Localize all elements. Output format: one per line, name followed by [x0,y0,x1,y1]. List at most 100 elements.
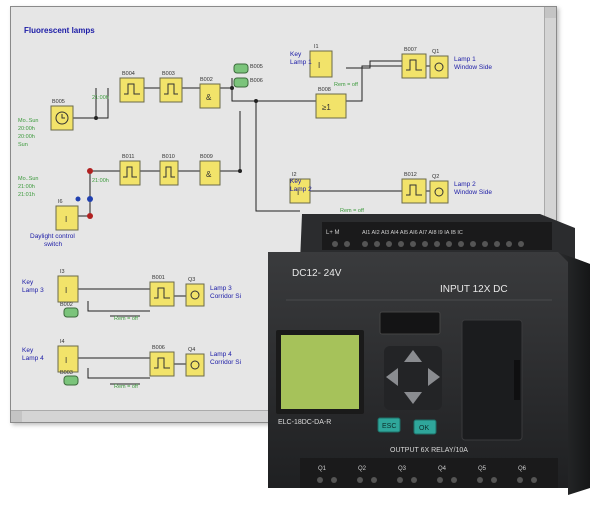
svg-text:I: I [65,286,67,295]
block-b009[interactable]: & B009 [199,154,221,186]
svg-text:Window Side: Window Side [454,189,492,196]
svg-text:I: I [65,215,67,224]
svg-text:21:01h: 21:01h [18,192,35,198]
block-b012[interactable]: B012 [401,172,427,204]
svg-text:I: I [65,356,67,365]
svg-text:Key: Key [22,279,34,286]
svg-text:B010: B010 [162,154,175,160]
plc-ok-button[interactable]: OK [413,419,437,435]
svg-text:I3: I3 [60,269,65,275]
block-q2[interactable]: Q2 [429,174,449,204]
block-b001[interactable]: B001 [149,275,175,307]
svg-text:I: I [318,61,320,70]
svg-text:I4: I4 [60,339,65,345]
scroll-left-arrow[interactable] [11,411,22,422]
plc-memory-slot[interactable] [379,311,441,335]
plc-esc-button[interactable]: ESC [377,417,401,433]
block-i4[interactable]: I I4 [57,339,79,373]
plc-output-terminal-strip [300,458,558,488]
output-terminal-label: Q3 [398,466,407,472]
svg-text:Corridor Si: Corridor Si [210,293,241,300]
block-i2[interactable]: I I2 [289,172,311,204]
svg-text:Lamp 2: Lamp 2 [454,181,476,188]
svg-text:B007: B007 [404,47,417,53]
schematic-canvas: .blk { fill:#f2e36a; stroke:#6b6a4a; str… [18,26,492,390]
block-b002[interactable]: & B002 [199,77,221,109]
svg-text:I6: I6 [58,199,63,205]
block-b003[interactable]: B003 [159,71,183,103]
svg-text:Lamp 2: Lamp 2 [290,186,312,193]
svg-text:Lamp 3: Lamp 3 [210,285,232,292]
block-i3[interactable]: I I3 [57,269,79,303]
block-b011[interactable]: B011 [119,154,141,186]
block-i1[interactable]: I I1 [309,44,333,78]
block-b008[interactable]: ≥1 B008 [315,87,347,119]
block-b005[interactable]: B005 [50,99,74,131]
plc-output-terminal-labels: Q1 Q2 Q3 Q4 Q5 Q6 [318,466,527,472]
svg-text:Rem = off: Rem = off [114,384,138,390]
svg-text:≥1: ≥1 [322,103,331,112]
plc-output-label: OUTPUT 6X RELAY/10A [390,447,468,454]
output-terminal-label: Q5 [478,466,487,472]
svg-text:Key: Key [22,347,34,354]
wires-bottom [78,288,186,385]
block-b003-green[interactable]: B003 [60,370,79,386]
svg-text:21:00h: 21:00h [18,184,35,190]
block-b002-green[interactable]: B002 [60,302,79,318]
block-b005-green[interactable]: B005 B006 [233,63,263,88]
svg-text:switch: switch [44,241,62,248]
block-q3[interactable]: Q3 [185,277,205,307]
svg-text:Mo..Sun: Mo..Sun [18,176,38,182]
output-terminal-label: Q1 [318,466,327,472]
dpad-left-arrow-icon[interactable] [386,368,398,386]
svg-text:20:00h: 20:00h [18,134,35,140]
block-b010[interactable]: B010 [159,154,179,186]
svg-text:Rem = off: Rem = off [114,316,138,322]
svg-text:&: & [206,170,212,179]
dpad-down-arrow-icon[interactable] [404,392,422,404]
plc-input-screws [332,241,524,247]
svg-text:B005: B005 [250,64,263,70]
scroll-up-arrow[interactable] [545,7,556,18]
plc-lcd-screen [281,335,359,409]
svg-text:B011: B011 [122,154,134,160]
svg-text:21:00h: 21:00h [92,178,109,184]
plc-expansion-cover[interactable] [461,319,523,441]
output-terminal-label: Q4 [438,466,447,472]
block-b006-bottom[interactable]: B006 [149,345,175,377]
plc-model-label: ELC-18DC-DA-R [278,419,331,426]
svg-text:B003: B003 [60,370,73,376]
dpad-right-arrow-icon[interactable] [428,368,440,386]
dpad-up-arrow-icon[interactable] [404,350,422,362]
block-q1[interactable]: Q1 [429,49,449,79]
svg-text:&: & [206,93,212,102]
annotations: 21:00h 21:00h Rem = off Rem = off Rem = … [18,51,492,390]
svg-text:Q1: Q1 [432,49,439,55]
svg-text:20:00h: 20:00h [18,126,35,132]
svg-text:B005: B005 [52,99,65,105]
svg-text:Lamp 1: Lamp 1 [454,56,476,63]
svg-text:Key: Key [290,51,302,58]
ok-button-label: OK [419,425,429,432]
block-b004[interactable]: B004 [119,71,145,103]
block-i6[interactable]: I I6 [55,199,79,231]
diagram-title: Fluorescent lamps [24,26,95,35]
esc-button-label: ESC [382,423,396,430]
svg-text:B006: B006 [250,78,263,84]
plc-input-label: INPUT 12X DC [440,284,508,295]
svg-text:Lamp 1: Lamp 1 [290,59,312,66]
plc-dpad[interactable] [384,346,442,410]
block-q4[interactable]: Q4 [185,347,205,377]
svg-text:B001: B001 [152,275,165,281]
svg-text:I2: I2 [292,172,297,178]
plc-voltage-label: DC12- 24V [292,268,342,279]
connection-dots [75,86,258,219]
block-b007[interactable]: B007 [401,47,427,79]
svg-text:I: I [297,188,299,197]
svg-text:Q4: Q4 [188,347,195,353]
svg-text:B004: B004 [122,71,135,77]
svg-text:B003: B003 [162,71,175,77]
svg-text:Q3: Q3 [188,277,195,283]
svg-text:B002: B002 [60,302,73,308]
